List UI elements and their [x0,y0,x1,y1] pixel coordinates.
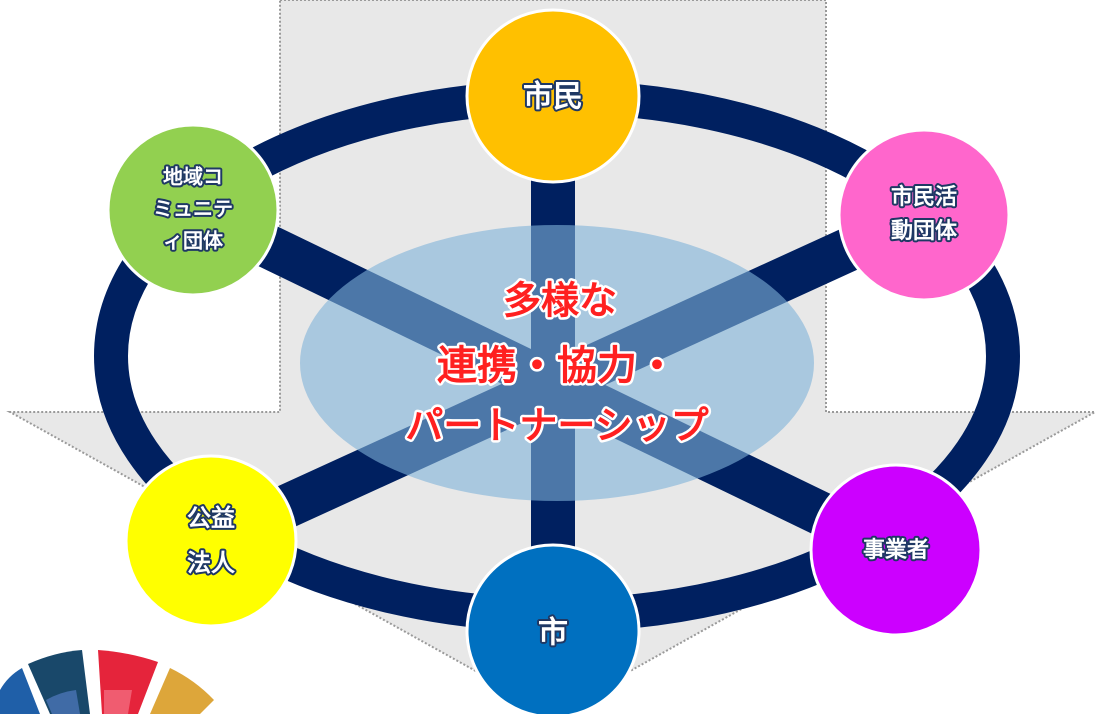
node-shimin-label: 市民 [523,80,583,115]
node-koeki-label-1: 公益 [187,504,235,532]
node-jigyosha: 事業者 [809,463,983,637]
node-koeki: 公益 法人 [124,454,298,628]
node-chiiki-label-2: ミュニテ [153,197,233,221]
node-shi-circle [465,543,641,714]
node-koeki-label-2: 法人 [187,549,235,577]
node-jigyosha-label: 事業者 [863,537,929,563]
node-chiiki-label-1: 地域コ [163,165,223,189]
center-label-line-1: 多様な [503,279,617,323]
node-shimin-katsudo: 市民活 動団体 [837,128,1011,302]
center-label-line-2: 連携・協力・ [437,343,677,389]
node-koeki-circle [124,454,298,628]
node-chiiki: 地域コ ミュニテ ィ団体 [106,123,280,297]
node-shimin-katsudo-label-2: 動団体 [891,219,958,244]
sdg-wheel-logo [0,650,214,714]
node-shi: 市 [465,543,641,714]
node-shimin-katsudo-circle [837,128,1011,302]
node-shimin-katsudo-label-1: 市民活 [891,184,957,210]
center-label-line-3: パートナーシップ [405,404,708,448]
node-chiiki-circle [106,123,280,297]
node-shimin: 市民 [465,8,641,184]
node-shi-label: 市 [538,616,568,651]
center-label: 多様な 連携・協力・ パートナーシップ [403,276,711,450]
node-shimin-circle [465,8,641,184]
node-chiiki-label-3: ィ団体 [163,229,224,253]
node-jigyosha-circle [809,463,983,637]
center-ellipse [300,225,814,501]
